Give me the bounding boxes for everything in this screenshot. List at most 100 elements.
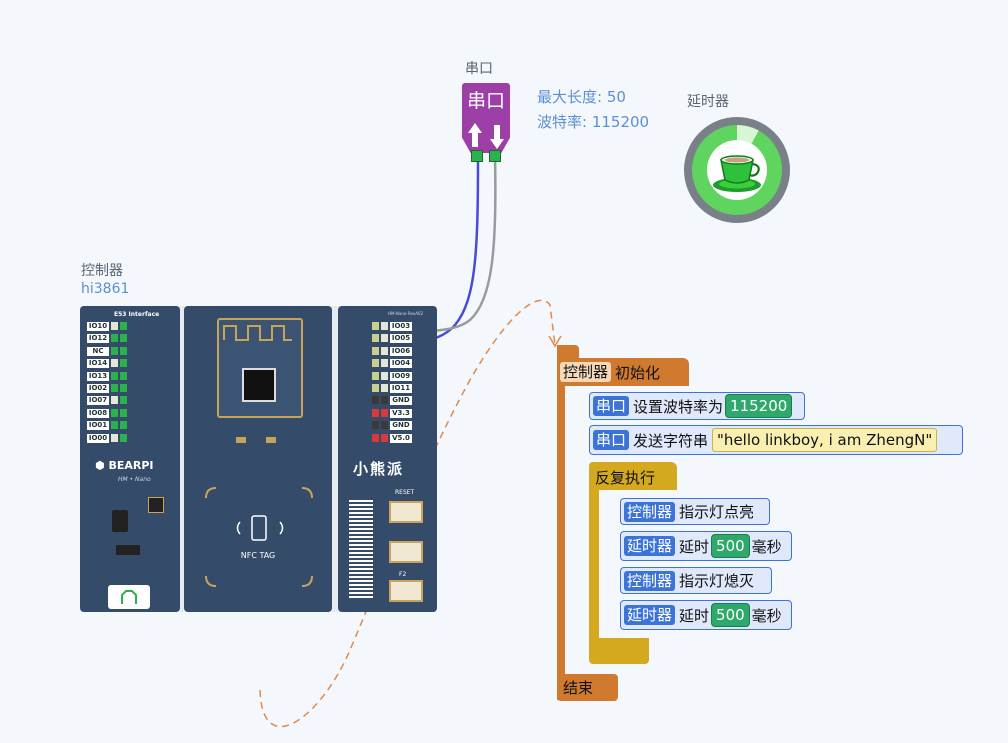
serial-pin-tx[interactable] — [471, 150, 483, 162]
pin-row: GND — [372, 396, 412, 406]
led-indicator — [266, 437, 276, 443]
led-off-block[interactable]: 控制器 指示灯熄灭 — [620, 567, 772, 594]
pin-row: NC — [87, 346, 127, 356]
pin-pad — [111, 359, 118, 368]
f2-label: F2 — [399, 571, 407, 578]
send-string-block[interactable]: 串口 发送字符串 "hello linkboy, i am ZhengN" — [589, 425, 963, 455]
timer-caption: 延时器 — [687, 94, 729, 110]
f1-button[interactable] — [389, 541, 423, 563]
pin-pad — [372, 334, 379, 343]
button-small — [148, 497, 164, 513]
pin-pad — [372, 421, 379, 430]
pin-row: V3.3 — [372, 408, 412, 418]
pin-label[interactable]: NC — [87, 346, 109, 356]
f2-button[interactable] — [389, 580, 423, 602]
nfc-area — [205, 487, 313, 587]
e53-title: E53 Interface — [114, 311, 160, 318]
delay2-tag: 延时器 — [624, 605, 676, 625]
pin-row: IO06 — [372, 346, 412, 356]
board-left-panel — [80, 306, 180, 612]
pin-row: IO07 — [87, 396, 127, 406]
send-value[interactable]: "hello linkboy, i am ZhengN" — [712, 428, 938, 452]
usb-icon — [121, 590, 137, 604]
loop-label: 反复执行 — [595, 469, 656, 487]
pin-label[interactable]: IO05 — [390, 334, 412, 344]
pin-row: IO13 — [87, 371, 127, 381]
wifi-chip — [242, 368, 276, 402]
loop-block[interactable] — [589, 462, 677, 490]
delay1-unit: 毫秒 — [751, 537, 782, 556]
pin-label[interactable]: V3.3 — [390, 408, 412, 418]
serial-pin-rx[interactable] — [489, 150, 501, 162]
pin-pad — [111, 346, 118, 355]
pin-label[interactable]: IO00 — [87, 433, 109, 443]
pin-label[interactable]: GND — [390, 396, 412, 406]
pin-row: IO05 — [372, 334, 412, 344]
pin-row: IO08 — [87, 408, 127, 418]
pin-pad — [381, 384, 388, 392]
set-baud-value[interactable]: 115200 — [725, 394, 793, 418]
init-tag: 控制器 — [560, 362, 612, 382]
pin-pad — [111, 433, 118, 442]
delay-block-1[interactable]: 延时器 延时 500 毫秒 — [620, 531, 792, 561]
pin-label[interactable]: IO01 — [87, 421, 109, 431]
end-label: 结束 — [563, 679, 594, 697]
pin-pad — [120, 359, 127, 368]
pin-pad — [381, 346, 388, 355]
init-block[interactable]: 控制器 初始化 — [557, 358, 689, 386]
pin-label[interactable]: IO02 — [87, 384, 109, 393]
pin-row: IO09 — [372, 371, 412, 381]
flow-dashed-path — [259, 299, 556, 728]
serial-module-title: 串口 — [466, 90, 505, 112]
pin-pad — [120, 346, 127, 355]
delay1-value[interactable]: 500 — [711, 534, 750, 558]
pin-label[interactable]: IO14 — [87, 359, 109, 369]
pin-label[interactable]: IO10 — [87, 322, 109, 331]
pin-label[interactable]: IO03 — [390, 322, 412, 331]
pin-pad — [120, 334, 127, 343]
pin-pad — [372, 384, 379, 392]
pin-label[interactable]: V5.0 — [390, 433, 412, 443]
set-baud-block[interactable]: 串口 设置波特率为 115200 — [589, 392, 805, 420]
pin-label[interactable]: IO13 — [87, 371, 109, 381]
serial-param-baud: 波特率: 115200 — [537, 113, 650, 131]
pin-pad — [111, 371, 118, 380]
delay-block-2[interactable]: 延时器 延时 500 毫秒 — [620, 600, 792, 630]
pin-label[interactable]: IO08 — [87, 408, 109, 418]
end-block[interactable]: 结束 — [557, 674, 618, 701]
pin-pad — [372, 359, 379, 368]
bear-icon: ⬢ — [95, 459, 105, 472]
pin-pad — [111, 396, 118, 405]
pin-pad — [120, 384, 127, 392]
pin-row: IO01 — [87, 421, 127, 431]
pin-label[interactable]: IO07 — [87, 396, 109, 406]
pin-row: V5.0 — [372, 433, 412, 443]
pin-pad — [120, 322, 127, 330]
set-baud-label: 设置波特率为 — [633, 397, 724, 416]
delay2-value[interactable]: 500 — [711, 603, 750, 627]
barcode — [349, 500, 373, 600]
pin-label[interactable]: IO04 — [390, 359, 412, 369]
pin-pad — [120, 433, 127, 442]
pin-label[interactable]: IO06 — [390, 346, 412, 356]
flow-arrow-icon — [548, 335, 562, 348]
reset-label: RESET — [395, 489, 415, 496]
pin-label[interactable]: IO09 — [390, 371, 412, 381]
controller-model: hi3861 — [81, 281, 130, 297]
serial-caption: 串口 — [465, 61, 493, 77]
pin-row: IO14 — [87, 359, 127, 369]
pin-label[interactable]: GND — [390, 421, 412, 431]
pin-label[interactable]: IO12 — [87, 334, 109, 344]
led-on-label: 指示灯点亮 — [679, 503, 755, 521]
pin-pad — [120, 408, 127, 417]
reset-button[interactable] — [389, 501, 423, 523]
sub-brand: HM • Nano — [118, 476, 151, 483]
led-off-tag: 控制器 — [624, 570, 676, 591]
usb-port[interactable] — [108, 585, 150, 609]
pin-pad — [372, 396, 379, 405]
led-on-block[interactable]: 控制器 指示灯点亮 — [620, 498, 770, 525]
pin-row: IO11 — [372, 384, 412, 393]
pin-row: IO10 — [87, 322, 127, 331]
up-down-arrows-icon — [468, 123, 504, 149]
pin-label[interactable]: IO11 — [390, 384, 412, 393]
